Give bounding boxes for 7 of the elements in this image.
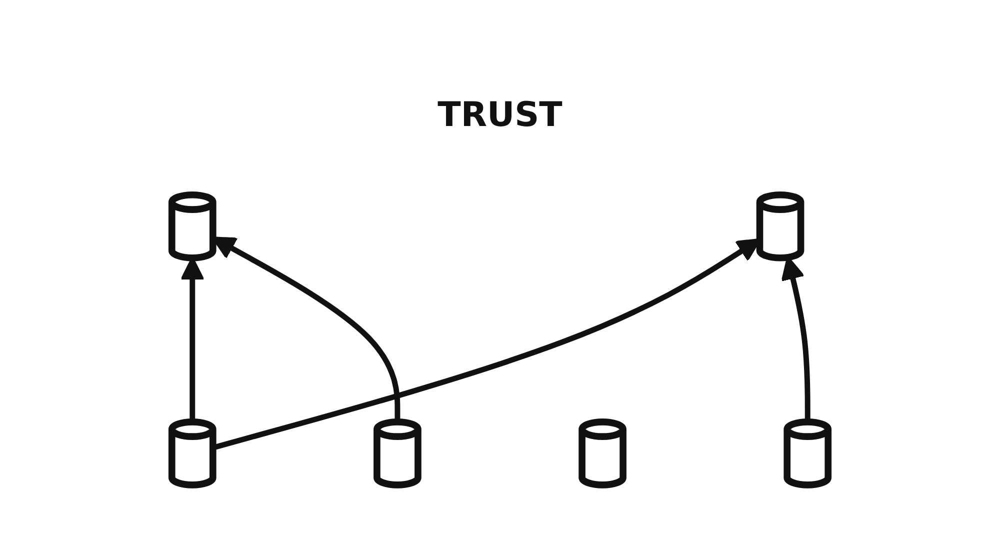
node-cylinder bbox=[374, 418, 422, 488]
node-cylinder bbox=[168, 418, 216, 488]
node-cylinder bbox=[168, 192, 216, 262]
node-cylinder bbox=[756, 192, 804, 262]
node-cylinder bbox=[784, 418, 832, 488]
node-cylinder bbox=[578, 418, 626, 488]
title: TRUST bbox=[438, 95, 562, 135]
